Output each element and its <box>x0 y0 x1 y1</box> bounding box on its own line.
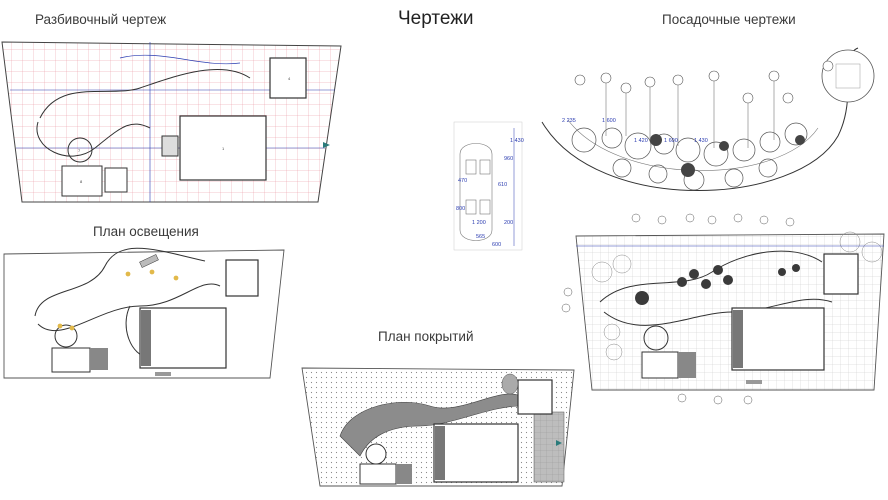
detail-dim: 1 430 <box>510 138 524 144</box>
coverage-plan <box>301 367 575 487</box>
detail-drawing: 470 800 1 200 610 565 600 960 200 1 430 <box>453 121 524 251</box>
detail-dim: 800 <box>456 206 465 212</box>
detail-dim: 600 <box>492 242 501 248</box>
layout-drawing-label: Разбивочный чертеж <box>35 12 167 27</box>
planting-dim: 1 420 <box>634 138 648 144</box>
planting-clusters <box>635 264 800 305</box>
leader-lines <box>605 76 775 148</box>
page-title: Чертежи <box>398 8 474 29</box>
lighting-plan <box>3 247 285 379</box>
svg-text:8: 8 <box>80 179 83 184</box>
planting-dim: 1 600 <box>602 118 616 124</box>
planting-dim: 1 600 <box>664 138 678 144</box>
detail-dim: 565 <box>476 234 485 240</box>
detail-dim: 470 <box>458 178 467 184</box>
plant-markers <box>574 60 834 104</box>
lighting-plan-label: План освещения <box>93 224 199 239</box>
planting-dim: 2 235 <box>562 118 576 124</box>
detail-dim: 1 200 <box>472 220 486 226</box>
shrub-symbols <box>571 122 808 191</box>
svg-text:1: 1 <box>222 146 225 151</box>
layout-drawing-room-numbers: 1 4 7 8 <box>78 76 291 184</box>
planting-outlines <box>591 231 883 361</box>
coverage-plan-label: План покрытий <box>378 329 474 344</box>
planting-dim: 1 430 <box>694 138 708 144</box>
lamps <box>57 269 179 331</box>
detail-dim: 960 <box>504 156 513 162</box>
tree-symbols <box>650 134 805 177</box>
svg-text:4: 4 <box>288 76 291 81</box>
layout-drawing: 1 4 7 8 <box>1 41 342 203</box>
detail-dim: 200 <box>504 220 513 226</box>
detail-dim: 610 <box>498 182 507 188</box>
planting-plan <box>561 213 885 405</box>
planting-drawings-label: Посадочные чертежи <box>662 12 796 27</box>
planting-drawing-top: 2 235 1 600 1 420 1 600 1 430 <box>541 47 875 191</box>
planting-plan-markers <box>561 213 795 405</box>
svg-text:7: 7 <box>78 148 81 153</box>
